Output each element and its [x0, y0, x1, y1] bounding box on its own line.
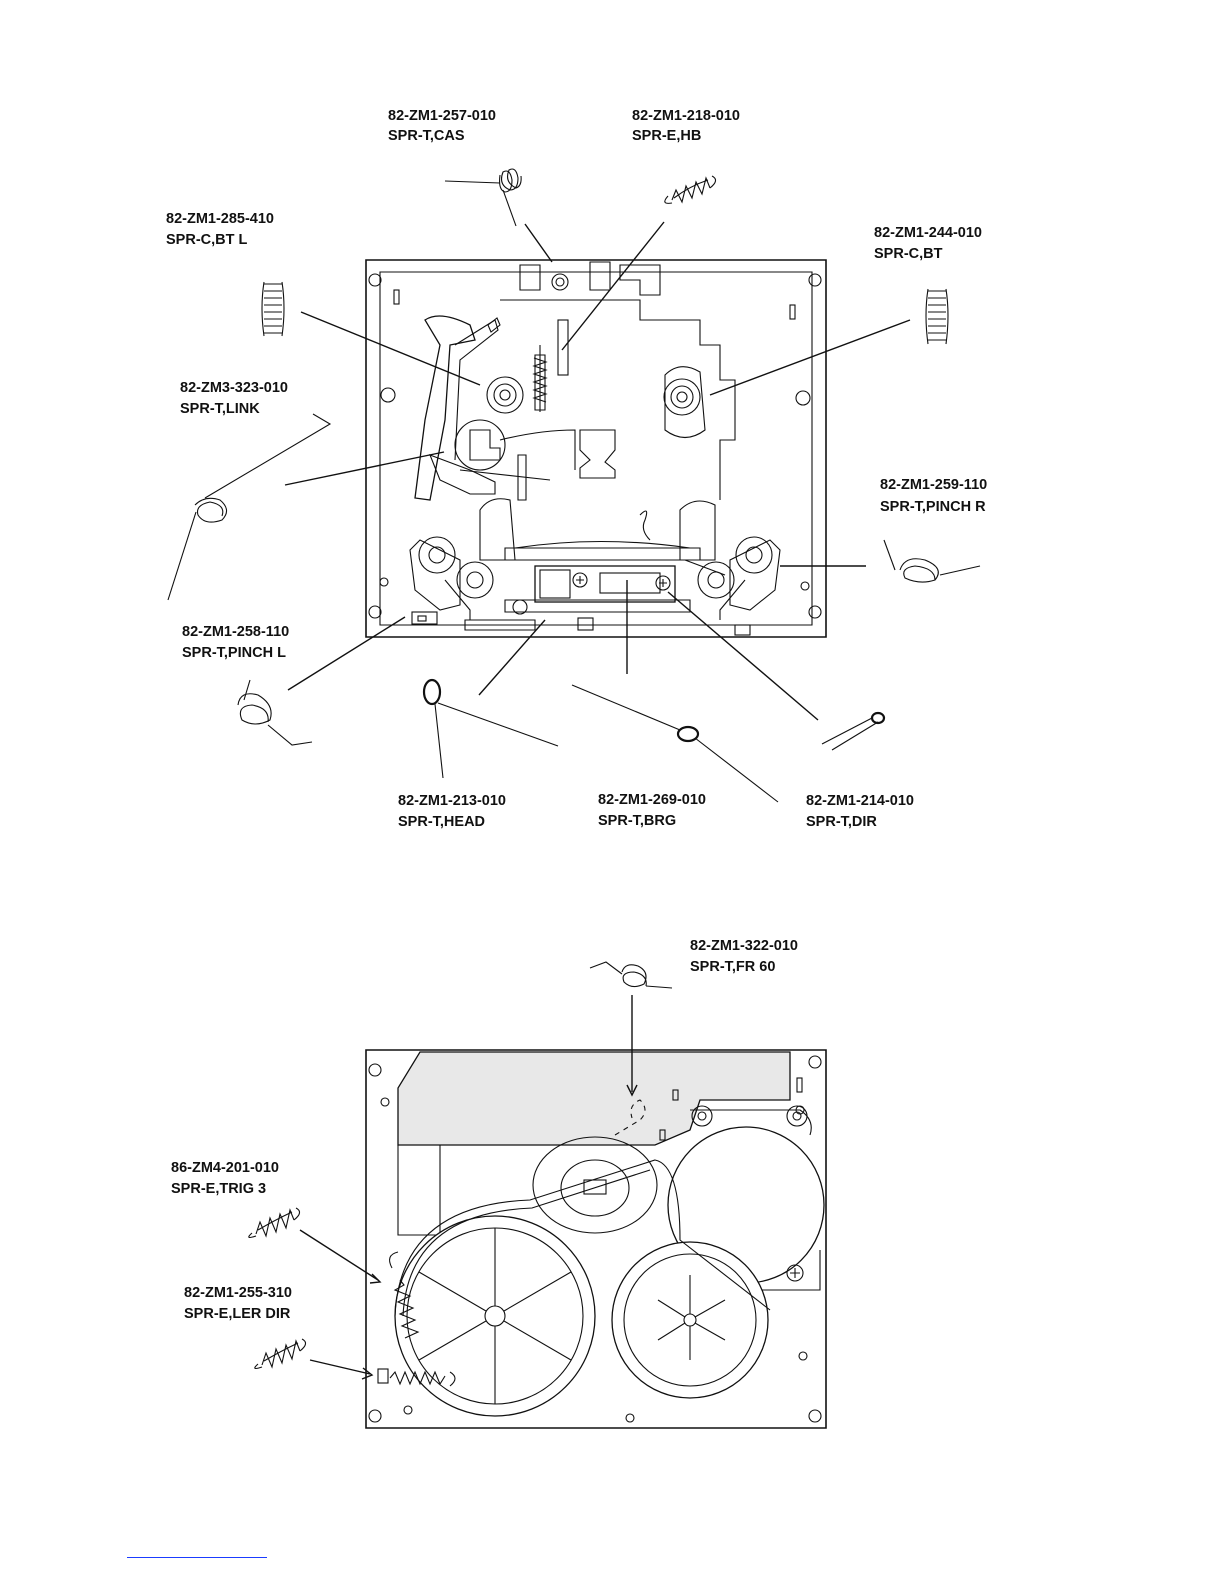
svg-text:SPR-E,HB: SPR-E,HB — [632, 128, 701, 144]
footer-rule — [127, 1557, 267, 1558]
spring-spr-t-cas — [444, 168, 522, 227]
svg-text:82-ZM1-259-110: 82-ZM1-259-110 — [880, 477, 987, 493]
spring-spr-t-fr-60 — [589, 961, 673, 989]
spring-spr-c-bt-l — [261, 281, 285, 337]
svg-text:82-ZM3-323-010: 82-ZM3-323-010 — [180, 380, 288, 396]
part-label-82-zm1-269-010: 82-ZM1-269-010 SPR-T,BRG — [598, 792, 706, 829]
part-label-82-zm1-213-010: 82-ZM1-213-010 SPR-T,HEAD — [398, 793, 506, 830]
svg-text:SPR-C,BT: SPR-C,BT — [874, 246, 943, 262]
svg-text:82-ZM1-322-010: 82-ZM1-322-010 — [690, 938, 798, 954]
svg-text:82-ZM1-218-010: 82-ZM1-218-010 — [632, 108, 740, 124]
svg-text:82-ZM1-258-110: 82-ZM1-258-110 — [182, 624, 289, 640]
spring-spr-c-bt — [925, 288, 949, 345]
part-label-86-zm4-201-010: 86-ZM4-201-010 SPR-E,TRIG 3 — [171, 1160, 279, 1197]
part-label-82-zm1-258-110: 82-ZM1-258-110 SPR-T,PINCH L — [182, 624, 289, 661]
svg-text:82-ZM1-213-010: 82-ZM1-213-010 — [398, 793, 506, 809]
svg-text:SPR-T,DIR: SPR-T,DIR — [806, 814, 877, 830]
spring-spr-t-pinch-l — [237, 679, 313, 746]
part-label-82-zm1-322-010: 82-ZM1-322-010 SPR-T,FR 60 — [690, 938, 798, 975]
svg-text:SPR-T,HEAD: SPR-T,HEAD — [398, 814, 485, 830]
part-label-82-zm1-285-410: 82-ZM1-285-410 SPR-C,BT L — [166, 211, 274, 248]
bottom-mechanism-plate — [365, 1049, 827, 1429]
leader-lines-top — [284, 221, 911, 721]
top-mechanism-plate — [365, 259, 827, 638]
svg-text:82-ZM1-257-010: 82-ZM1-257-010 — [388, 108, 496, 124]
svg-text:SPR-T,BRG: SPR-T,BRG — [598, 813, 676, 829]
svg-text:86-ZM4-201-010: 86-ZM4-201-010 — [171, 1160, 279, 1176]
spring-spr-e-hb — [664, 175, 717, 204]
part-label-82-zm3-323-010: 82-ZM3-323-010 SPR-T,LINK — [180, 380, 288, 417]
spring-spr-t-head — [422, 678, 559, 779]
spring-spr-e-trig-3 — [248, 1207, 301, 1239]
spring-spr-e-ler-dir — [254, 1338, 307, 1370]
svg-text:SPR-E,LER DIR: SPR-E,LER DIR — [184, 1306, 291, 1322]
svg-text:SPR-C,BT L: SPR-C,BT L — [166, 232, 248, 248]
spring-spr-t-brg — [571, 684, 779, 803]
part-label-82-zm1-255-310: 82-ZM1-255-310 SPR-E,LER DIR — [184, 1285, 292, 1322]
svg-text:82-ZM1-285-410: 82-ZM1-285-410 — [166, 211, 274, 227]
svg-text:SPR-T,FR 60: SPR-T,FR 60 — [690, 959, 775, 975]
svg-text:82-ZM1-269-010: 82-ZM1-269-010 — [598, 792, 706, 808]
part-label-82-zm1-257-010: 82-ZM1-257-010 SPR-T,CAS — [388, 108, 496, 144]
part-label-82-zm1-214-010: 82-ZM1-214-010 SPR-T,DIR — [806, 793, 914, 830]
part-label-82-zm1-244-010: 82-ZM1-244-010 SPR-C,BT — [874, 225, 982, 262]
svg-text:SPR-T,CAS: SPR-T,CAS — [388, 128, 465, 144]
spring-spr-t-link — [167, 413, 332, 601]
svg-text:SPR-T,PINCH R: SPR-T,PINCH R — [880, 499, 986, 515]
spring-spr-t-dir — [821, 711, 886, 751]
svg-text:82-ZM1-214-010: 82-ZM1-214-010 — [806, 793, 914, 809]
svg-text:SPR-E,TRIG 3: SPR-E,TRIG 3 — [171, 1181, 266, 1197]
svg-text:82-ZM1-244-010: 82-ZM1-244-010 — [874, 225, 982, 241]
svg-text:82-ZM1-255-310: 82-ZM1-255-310 — [184, 1285, 292, 1301]
svg-text:SPR-T,LINK: SPR-T,LINK — [180, 401, 260, 417]
leader-lines-bottom — [299, 995, 638, 1380]
part-label-82-zm1-218-010: 82-ZM1-218-010 SPR-E,HB — [632, 108, 740, 144]
part-label-82-zm1-259-110: 82-ZM1-259-110 SPR-T,PINCH R — [880, 477, 987, 515]
svg-text:SPR-T,PINCH L: SPR-T,PINCH L — [182, 645, 286, 661]
spring-spr-t-pinch-r — [883, 539, 981, 583]
